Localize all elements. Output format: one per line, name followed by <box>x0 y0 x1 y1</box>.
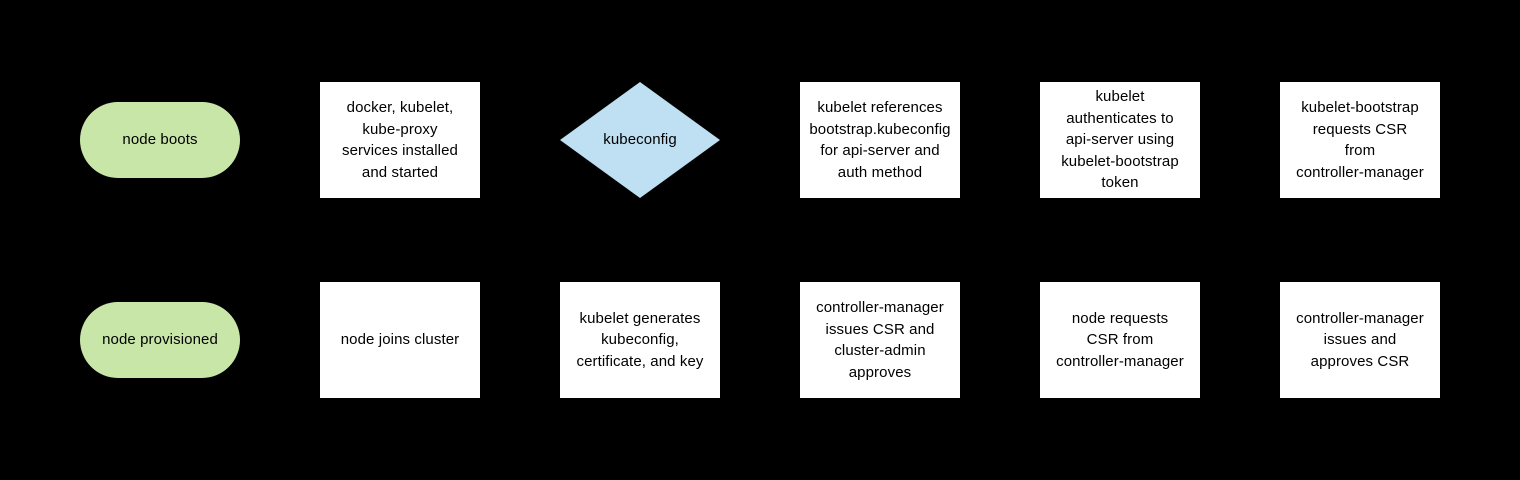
flow-node-node-provisioned[interactable]: node provisioned <box>80 302 240 378</box>
flow-node-cm-issues-approves[interactable]: controller-manager issues and approves C… <box>1280 282 1440 398</box>
flow-node-label: docker, kubelet, kube-proxy services ins… <box>341 99 458 181</box>
flow-node-services-installed[interactable]: docker, kubelet, kube-proxy services ins… <box>320 82 480 198</box>
flow-node-label: node joins cluster <box>340 331 460 349</box>
flow-node-label: node requests CSR from controller-manage… <box>1056 309 1184 370</box>
flow-node-node-requests-csr[interactable]: node requests CSR from controller-manage… <box>1040 282 1200 398</box>
flow-node-kubeconfig[interactable]: kubeconfig <box>560 82 720 198</box>
flow-node-node-boots[interactable]: node boots <box>80 102 240 178</box>
flow-node-label: node boots <box>122 131 198 149</box>
flow-node-node-joins-cluster[interactable]: node joins cluster <box>320 282 480 398</box>
flow-node-kubelet-references[interactable]: kubelet references bootstrap.kubeconfig … <box>800 82 960 198</box>
flow-node-label: controller-manager issues and approves C… <box>1296 309 1424 370</box>
flow-node-label: controller-manager issues CSR and cluste… <box>816 299 944 381</box>
flow-node-label: node provisioned <box>102 331 218 349</box>
flow-node-kubelet-generates[interactable]: kubelet generates kubeconfig, certificat… <box>560 282 720 398</box>
flow-node-label: kubelet-bootstrap requests CSR from cont… <box>1296 99 1424 181</box>
flow-node-cm-issues-csr[interactable]: controller-manager issues CSR and cluste… <box>800 282 960 398</box>
flow-node-bootstrap-requests-csr[interactable]: kubelet-bootstrap requests CSR from cont… <box>1280 82 1440 198</box>
flow-node-label: kubeconfig <box>603 131 677 149</box>
flow-node-label: kubelet references bootstrap.kubeconfig … <box>809 99 951 181</box>
flow-node-kubelet-authenticates[interactable]: kubelet authenticates to api-server usin… <box>1040 82 1200 198</box>
flow-node-label: kubelet generates kubeconfig, certificat… <box>576 309 704 370</box>
flow-node-label: kubelet authenticates to api-server usin… <box>1061 88 1179 192</box>
